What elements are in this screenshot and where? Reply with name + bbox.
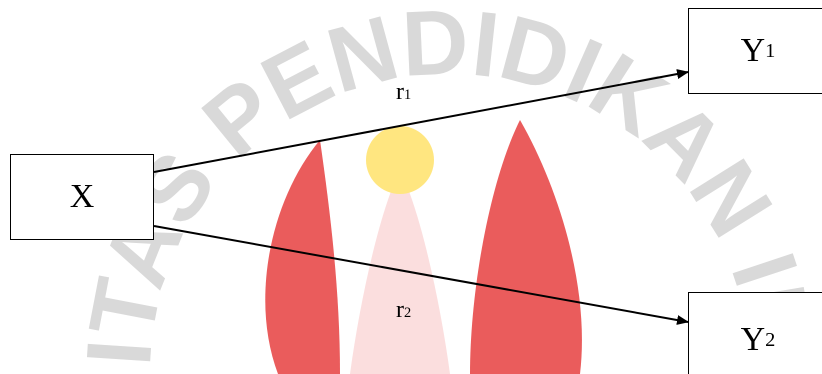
edge-label-r2: r2 (396, 298, 411, 322)
edge-label-r2-main: r (396, 297, 404, 323)
node-y1-label: Y (740, 32, 766, 69)
edge-label-r1-main: r (396, 79, 404, 105)
node-y1-subscript: 1 (765, 39, 776, 62)
node-y2-label: Y (740, 321, 766, 358)
watermark-emblem-right (470, 120, 582, 374)
node-x: X (10, 154, 154, 240)
arrow-x-to-y1 (153, 69, 689, 173)
arrow-x-to-y2 (153, 225, 689, 325)
watermark-emblem-left (265, 140, 340, 374)
node-y2-subscript: 2 (765, 328, 776, 351)
watermark-dot (366, 126, 434, 194)
node-x-label: X (69, 178, 95, 215)
edge-label-r2-subscript: 2 (404, 305, 412, 321)
edge-label-r1: r1 (396, 80, 411, 104)
watermark-emblem-center (350, 170, 450, 374)
edge-label-r1-subscript: 1 (404, 87, 412, 103)
